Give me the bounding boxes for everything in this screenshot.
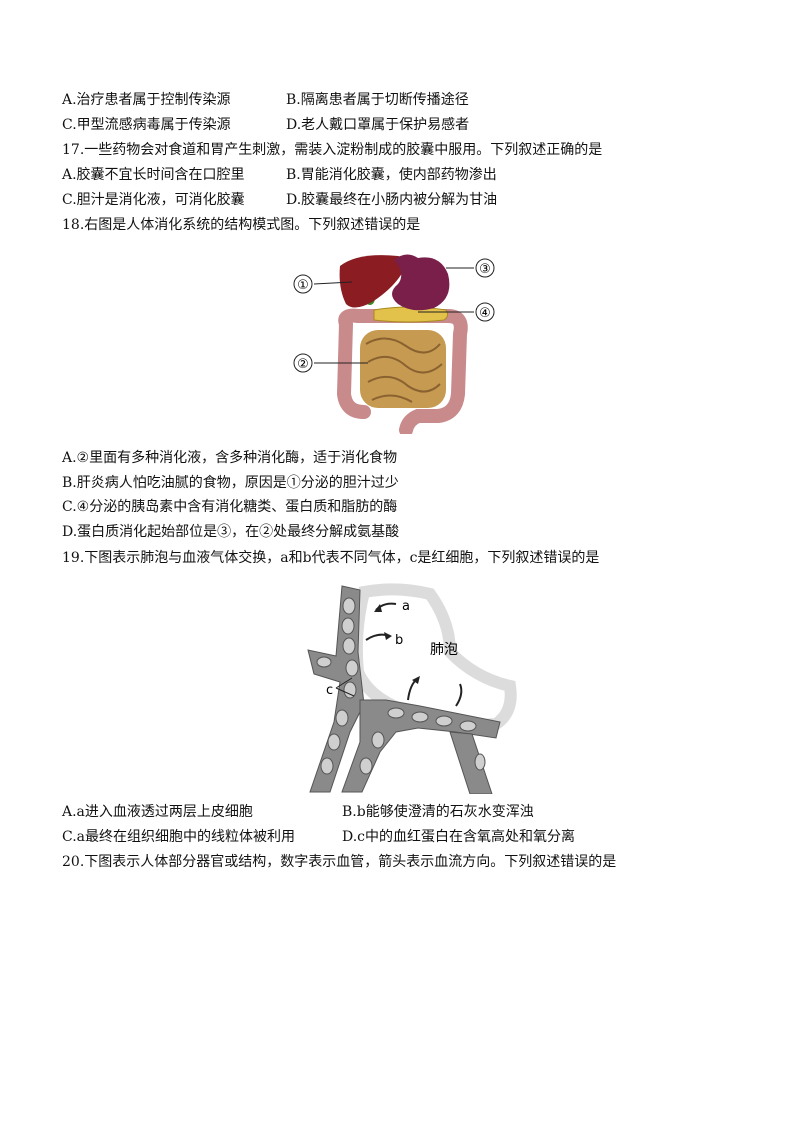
liver <box>339 255 406 308</box>
q16-option-c: C.甲型流感病毒属于传染源 <box>62 117 231 133</box>
q19-option-c: C.a最终在组织细胞中的线粒体被利用 <box>62 829 296 845</box>
q18-option-d: D.蛋白质消化起始部位是③，在②处最终分解成氨基酸 <box>62 524 400 540</box>
q19-option-d: D.c中的血红蛋白在含氧高处和氧分离 <box>342 829 576 845</box>
label-4: ④ <box>479 306 491 321</box>
label-c: c <box>326 683 333 698</box>
q16-option-b: B.隔离患者属于切断传播途径 <box>286 92 469 108</box>
q19-stem: 19.下图表示肺泡与血液气体交换，a和b代表不同气体，c是红细胞，下列叙述错误的… <box>62 550 600 566</box>
q18-option-a: A.②里面有多种消化液，含多种消化酶，适于消化食物 <box>62 450 398 466</box>
q18-option-c: C.④分泌的胰岛素中含有消化糖类、蛋白质和脂肪的酶 <box>62 499 398 515</box>
q18-option-b: B.肝炎病人怕吃油腻的食物，原因是①分泌的胆汁过少 <box>62 475 399 491</box>
large-intestine <box>336 308 468 434</box>
q19-option-a: A.a进入血液透过两层上皮细胞 <box>62 804 253 820</box>
red-blood-cells <box>316 597 486 775</box>
q17-option-b: B.胃能消化胶囊，使内部药物渗出 <box>286 167 497 183</box>
label-2: ② <box>297 357 309 372</box>
q17-stem: 17.一些药物会对食道和胃产生刺激，需装入淀粉制成的胶囊中服用。下列叙述正确的是 <box>62 142 603 158</box>
label-a: a <box>402 599 410 614</box>
q16-option-a: A.治疗患者属于控制传染源 <box>62 92 231 108</box>
label-b: b <box>395 633 403 648</box>
label-alveolus: 肺泡 <box>430 642 458 658</box>
capillary <box>307 585 501 794</box>
alveolus-gas-exchange-figure: a b c 肺泡 <box>307 583 517 794</box>
q18-stem: 18.右图是人体消化系统的结构模式图。下列叙述错误的是 <box>62 217 421 233</box>
small-intestine <box>360 330 446 408</box>
q16-option-d: D.老人戴口罩属于保护易感者 <box>286 117 470 133</box>
digestive-system-figure: ① ② ③ ④ <box>293 254 495 434</box>
q17-option-a: A.胶囊不宜长时间含在口腔里 <box>62 167 245 183</box>
stomach <box>392 254 450 311</box>
q19-option-b: B.b能够使澄清的石灰水变浑浊 <box>342 804 534 820</box>
label-3: ③ <box>479 262 491 277</box>
q17-option-c: C.胆汁是消化液，可消化胶囊 <box>62 192 245 208</box>
q20-stem: 20.下图表示人体部分器官或结构，数字表示血管，箭头表示血流方向。下列叙述错误的… <box>62 854 617 870</box>
q17-option-d: D.胶囊最终在小肠内被分解为甘油 <box>286 192 498 208</box>
label-1: ① <box>297 278 309 293</box>
